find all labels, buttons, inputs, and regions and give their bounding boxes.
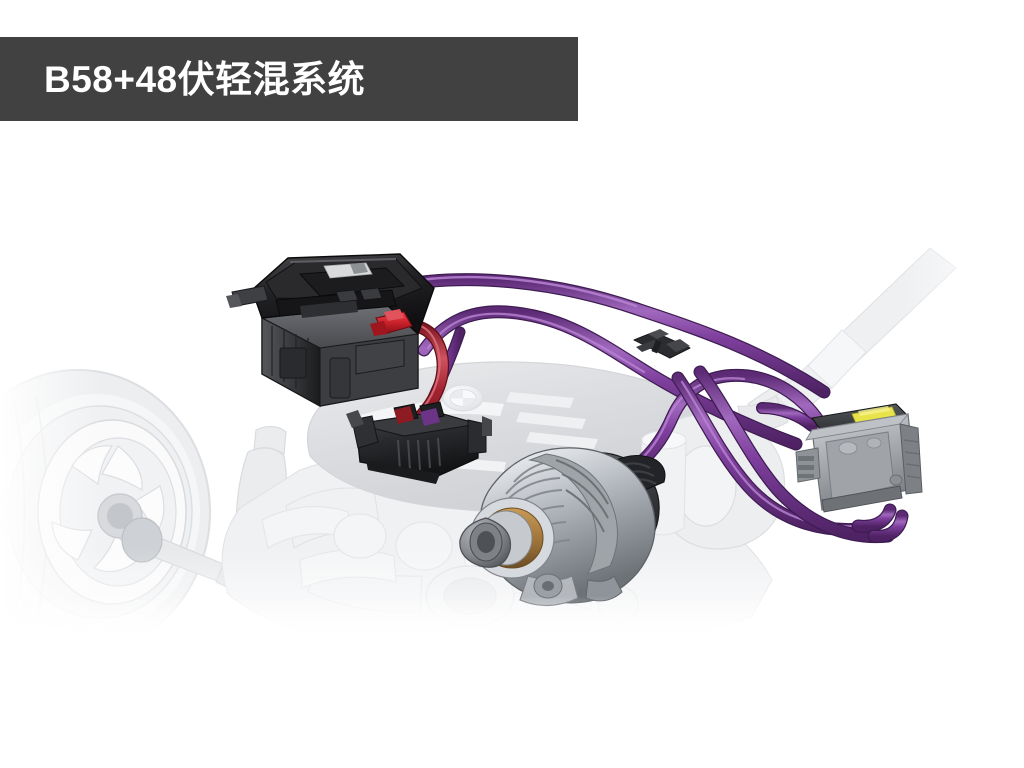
cable-48v-top-main [389,273,831,399]
title-banner: B58+48伏轻混系统 [0,37,578,121]
inline-connector-48v [633,329,691,359]
cable-48v-converter-bottom-ends [851,503,909,543]
cable-48v-lower-pair [671,365,895,544]
page-title: B58+48伏轻混系统 [44,58,366,100]
power-distribution-box [346,401,492,484]
dcdc-converter [795,403,923,513]
battery-pack-48v [226,253,435,408]
cable-48v-converter-top-lead [756,402,818,432]
battery-red-terminal [370,309,413,336]
